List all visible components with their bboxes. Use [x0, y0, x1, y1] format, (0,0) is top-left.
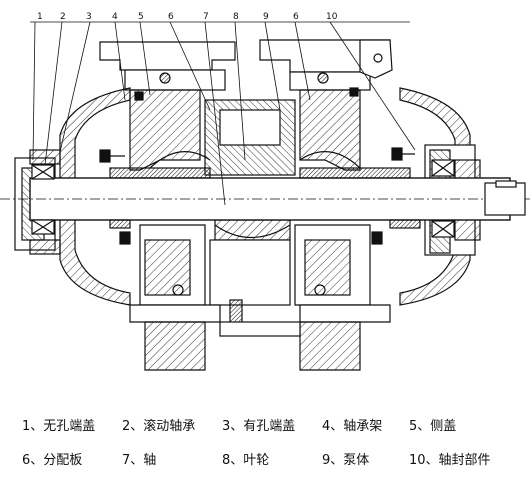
- legend-item-2: 2、滚动轴承: [122, 419, 196, 434]
- parts-legend: 1、无孔端盖 2、滚动轴承 3、有孔端盖 4、轴承架 5、侧盖 6、分配板 7、…: [0, 400, 530, 479]
- callout-8: 8: [233, 12, 239, 22]
- callout-4: 4: [112, 12, 118, 22]
- callout-6b: 6: [293, 12, 299, 22]
- legend-item-3: 3、有孔端盖: [222, 419, 296, 434]
- legend-item-10: 10、轴封部件: [409, 453, 491, 468]
- pump-body-outline: [0, 39, 530, 371]
- legend-item-5: 5、侧盖: [409, 419, 457, 434]
- legend-item-8: 8、叶轮: [222, 453, 270, 468]
- legend-item-4: 4、轴承架: [322, 419, 383, 434]
- bearing-right: [431, 159, 455, 238]
- callout-leaders: [30, 21, 416, 206]
- legend-item-1: 1、无孔端盖: [22, 419, 96, 434]
- callout-numbers: 1 2 3 4 5 6 7 8 9 6 10: [37, 12, 338, 22]
- callout-7: 7: [203, 12, 209, 22]
- callout-10: 10: [326, 12, 338, 22]
- callout-5: 5: [138, 12, 144, 22]
- legend-item-7: 7、轴: [122, 453, 157, 468]
- legend-row-2: 6、分配板 7、轴 8、叶轮 9、泵体 10、轴封部件: [0, 452, 530, 474]
- callout-9: 9: [263, 12, 269, 22]
- legend-row-1: 1、无孔端盖 2、滚动轴承 3、有孔端盖 4、轴承架 5、侧盖: [0, 418, 530, 440]
- callout-1: 1: [37, 12, 43, 22]
- bearing-left: [31, 164, 55, 235]
- callout-3: 3: [86, 12, 92, 22]
- legend-item-6: 6、分配板: [22, 453, 83, 468]
- callout-6a: 6: [168, 12, 174, 22]
- pump-cross-section-drawing: 1 2 3 4 5 6 7 8 9 6 10: [0, 12, 530, 371]
- legend-item-9: 9、泵体: [322, 453, 370, 468]
- callout-2: 2: [60, 12, 66, 22]
